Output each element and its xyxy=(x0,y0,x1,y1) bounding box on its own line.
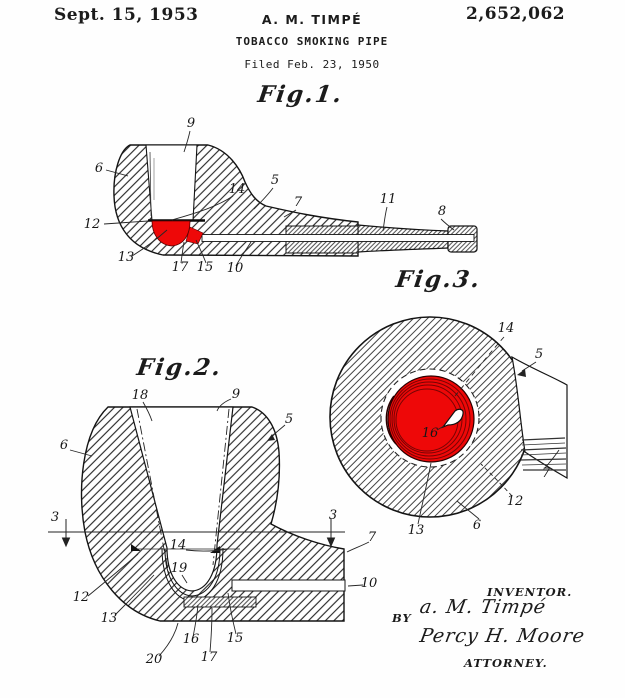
fig3-hidden-edge-circle xyxy=(380,368,480,468)
fig1-ref-5: 5 xyxy=(271,173,279,188)
fig2-ref-14: 14 xyxy=(170,538,187,553)
fig2-ref5-arrowhead xyxy=(267,434,275,441)
patent-title: TOBACCO SMOKING PIPE xyxy=(235,35,389,48)
patent-date: Sept. 15, 1953 xyxy=(54,5,199,25)
fig2-leader-lines xyxy=(69,398,370,657)
fig3-highlight-bowl-insert xyxy=(387,375,475,463)
fig3-ref5-arrowhead xyxy=(517,369,526,377)
by-label: BY xyxy=(392,611,412,625)
fig3-shank xyxy=(511,355,568,480)
fig2-bottom-plug xyxy=(183,596,257,608)
fig1-ref-6: 6 xyxy=(95,161,103,176)
fig1-ref-17: 17 xyxy=(172,260,189,275)
fig1-ref-9: 9 xyxy=(187,116,195,131)
fig2-ref-10: 10 xyxy=(361,576,378,591)
fig3-ref-numerals: 14 5 16 7 12 6 13 xyxy=(408,321,551,538)
fig1-ref-14: 14 xyxy=(229,182,246,197)
fig2-ref-17: 17 xyxy=(201,650,218,665)
fig1-ref-7: 7 xyxy=(294,195,303,210)
fig2-ref-19: 19 xyxy=(171,561,188,576)
inventor-name: A. M. TIMPÉ xyxy=(261,12,363,27)
fig2-ref-15: 15 xyxy=(227,631,244,646)
fig2-ref-6: 6 xyxy=(60,438,68,453)
fig2-ref-7: 7 xyxy=(368,530,377,545)
fig2-seat-gasket xyxy=(131,544,141,551)
attorney-signature: Percy H. Moore xyxy=(418,625,587,647)
fig2-ref-3: 3 xyxy=(51,510,59,525)
inventor-caption: INVENTOR. xyxy=(487,585,573,599)
fig1-ref-11: 11 xyxy=(380,192,397,207)
fig3-drawing xyxy=(329,316,568,525)
fig2-ref-12: 12 xyxy=(73,590,90,605)
fig2-section-arrows xyxy=(61,519,336,548)
fig3-ref-12: 12 xyxy=(507,494,524,509)
fig3-ref-5: 5 xyxy=(535,347,543,362)
fig2-ref-9: 9 xyxy=(232,387,240,402)
fig1-ref-numerals: 9 6 12 13 17 15 10 14 57 11 8 xyxy=(84,116,446,276)
fig2-ref-13: 13 xyxy=(101,611,118,626)
fig2-bore xyxy=(231,579,346,592)
fig2-ref-20: 20 xyxy=(145,652,163,667)
filing-date: Filed Feb. 23, 1950 xyxy=(244,58,380,71)
fig1-ref-15: 15 xyxy=(197,260,214,275)
fig1-ref-12: 12 xyxy=(84,217,101,232)
fig3-draft-hole-glyph xyxy=(441,408,464,429)
fig2-ref-16: 16 xyxy=(183,632,200,647)
fig1-ref-10: 10 xyxy=(227,261,244,276)
fig2-ref-5: 5 xyxy=(285,412,293,427)
fig3-ref-14: 14 xyxy=(498,321,515,336)
fig2-seat-gasket xyxy=(210,546,220,553)
fig1-cavity-streak xyxy=(149,151,152,217)
fig3-shank-shading xyxy=(520,437,567,471)
fig1-drawing xyxy=(103,130,478,267)
fig2-liner-line xyxy=(136,408,170,576)
fig3-ref-7: 7 xyxy=(542,466,551,481)
fig2-ref-18: 18 xyxy=(132,388,149,403)
patent-number: 2,652,062 xyxy=(466,4,566,24)
fig1-ref-8: 8 xyxy=(438,204,446,219)
attorney-caption: ATTORNEY. xyxy=(464,656,548,670)
fig1-bowl-cavity xyxy=(145,144,198,222)
fig1-ref-13: 13 xyxy=(118,250,135,265)
fig2-drawing xyxy=(48,398,370,657)
fig3-insert-ring-heavy xyxy=(385,395,397,445)
fig1-leader-lines xyxy=(103,130,455,267)
inventor-signature: a. M. Timpé xyxy=(418,596,549,618)
fig2-bowl-cavity xyxy=(129,406,234,592)
fig3-ref-6: 6 xyxy=(473,518,481,533)
fig2-ref-3: 3 xyxy=(329,508,337,523)
fig3-ref-16: 16 xyxy=(422,426,439,441)
fig3-leader-lines xyxy=(417,336,560,525)
fig3-ref-13: 13 xyxy=(408,523,425,538)
fig1-bore xyxy=(201,234,475,242)
